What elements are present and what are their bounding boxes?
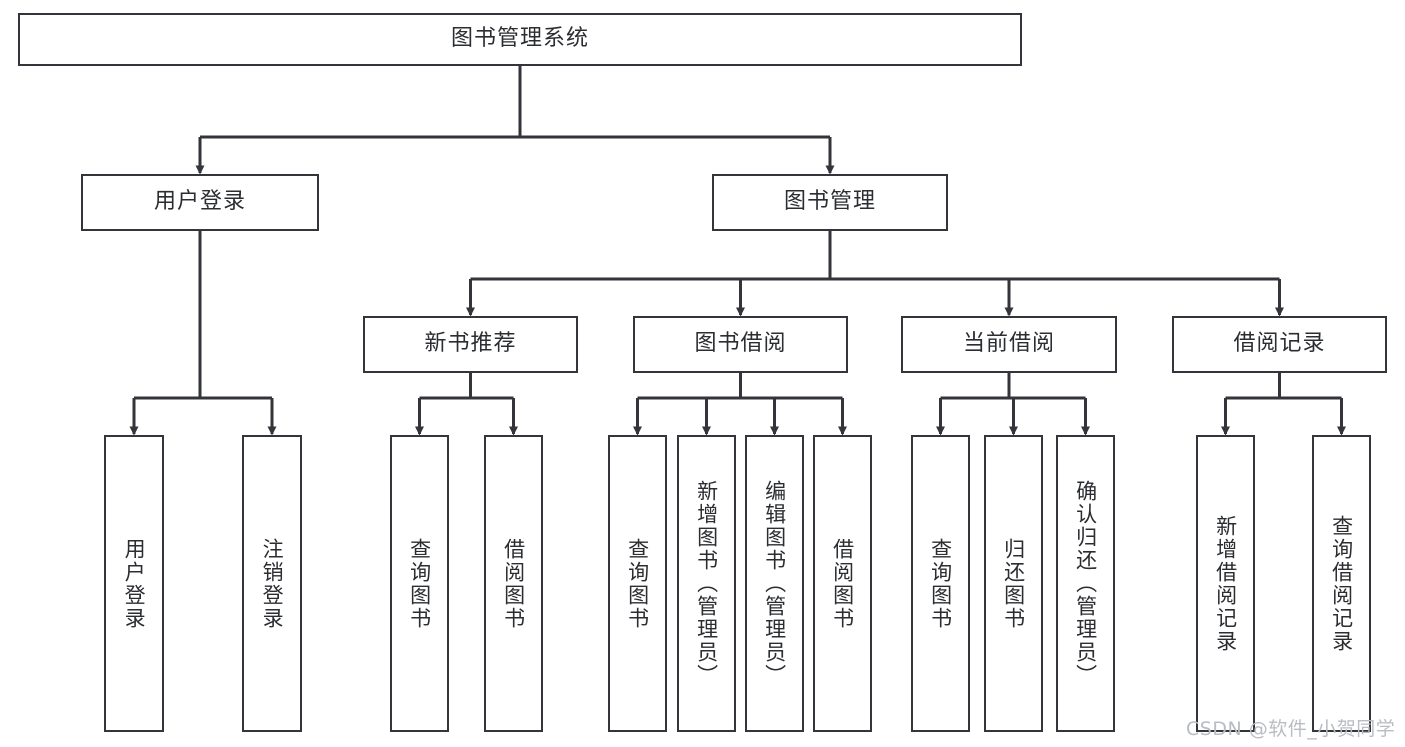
leaf-return-book[interactable]: 归还图书 [984, 435, 1043, 732]
leaf-query-book-2-label: 查询图书 [625, 537, 650, 630]
node-root-label: 图书管理系统 [450, 26, 589, 52]
node-borrow-record[interactable]: 借阅记录 [1172, 316, 1387, 373]
leaf-user-login[interactable]: 用户登录 [104, 435, 164, 732]
leaf-query-book-1[interactable]: 查询图书 [390, 435, 449, 732]
leaf-query-book-1-label: 查询图书 [407, 537, 432, 630]
connector-lines [129, 66, 1346, 436]
node-borrow-record-label: 借阅记录 [1233, 331, 1326, 357]
leaf-add-borrow-record-label: 新增借阅记录 [1213, 514, 1238, 653]
node-book-borrow[interactable]: 图书借阅 [633, 316, 848, 373]
leaf-return-book-label: 归还图书 [1001, 537, 1026, 630]
leaf-borrow-book-1[interactable]: 借阅图书 [484, 435, 543, 732]
node-current-borrow[interactable]: 当前借阅 [901, 316, 1117, 373]
node-book-borrow-label: 图书借阅 [694, 331, 787, 357]
leaf-add-borrow-record[interactable]: 新增借阅记录 [1196, 435, 1255, 732]
node-book-management[interactable]: 图书管理 [712, 174, 948, 231]
leaf-user-login-label: 用户登录 [122, 537, 147, 630]
leaf-query-book-2[interactable]: 查询图书 [608, 435, 667, 732]
leaf-confirm-return-label: 确认归还（管理员） [1073, 480, 1098, 687]
node-user-login-label: 用户登录 [153, 189, 246, 215]
leaf-borrow-book-1-label: 借阅图书 [501, 537, 526, 630]
leaf-query-borrow-record[interactable]: 查询借阅记录 [1312, 435, 1371, 732]
node-book-management-label: 图书管理 [783, 189, 876, 215]
leaf-query-book-3-label: 查询图书 [928, 537, 953, 630]
leaf-add-book[interactable]: 新增图书（管理员） [677, 435, 736, 732]
leaf-add-book-label: 新增图书（管理员） [694, 480, 719, 687]
leaf-confirm-return[interactable]: 确认归还（管理员） [1056, 435, 1115, 732]
node-root[interactable]: 图书管理系统 [18, 13, 1022, 66]
node-new-book-recommend[interactable]: 新书推荐 [363, 316, 578, 373]
leaf-edit-book[interactable]: 编辑图书（管理员） [745, 435, 804, 732]
leaf-query-borrow-record-label: 查询借阅记录 [1329, 514, 1354, 653]
node-new-book-recommend-label: 新书推荐 [424, 331, 517, 357]
leaf-edit-book-label: 编辑图书（管理员） [762, 480, 787, 687]
leaf-borrow-book-2[interactable]: 借阅图书 [813, 435, 872, 732]
node-user-login[interactable]: 用户登录 [81, 174, 319, 231]
watermark-text: CSDN @软件_小贺同学 [1186, 718, 1396, 740]
node-current-borrow-label: 当前借阅 [962, 331, 1055, 357]
leaf-logout-label: 注销登录 [260, 537, 285, 630]
leaf-borrow-book-2-label: 借阅图书 [830, 537, 855, 630]
leaf-query-book-3[interactable]: 查询图书 [911, 435, 970, 732]
leaf-logout[interactable]: 注销登录 [242, 435, 302, 732]
